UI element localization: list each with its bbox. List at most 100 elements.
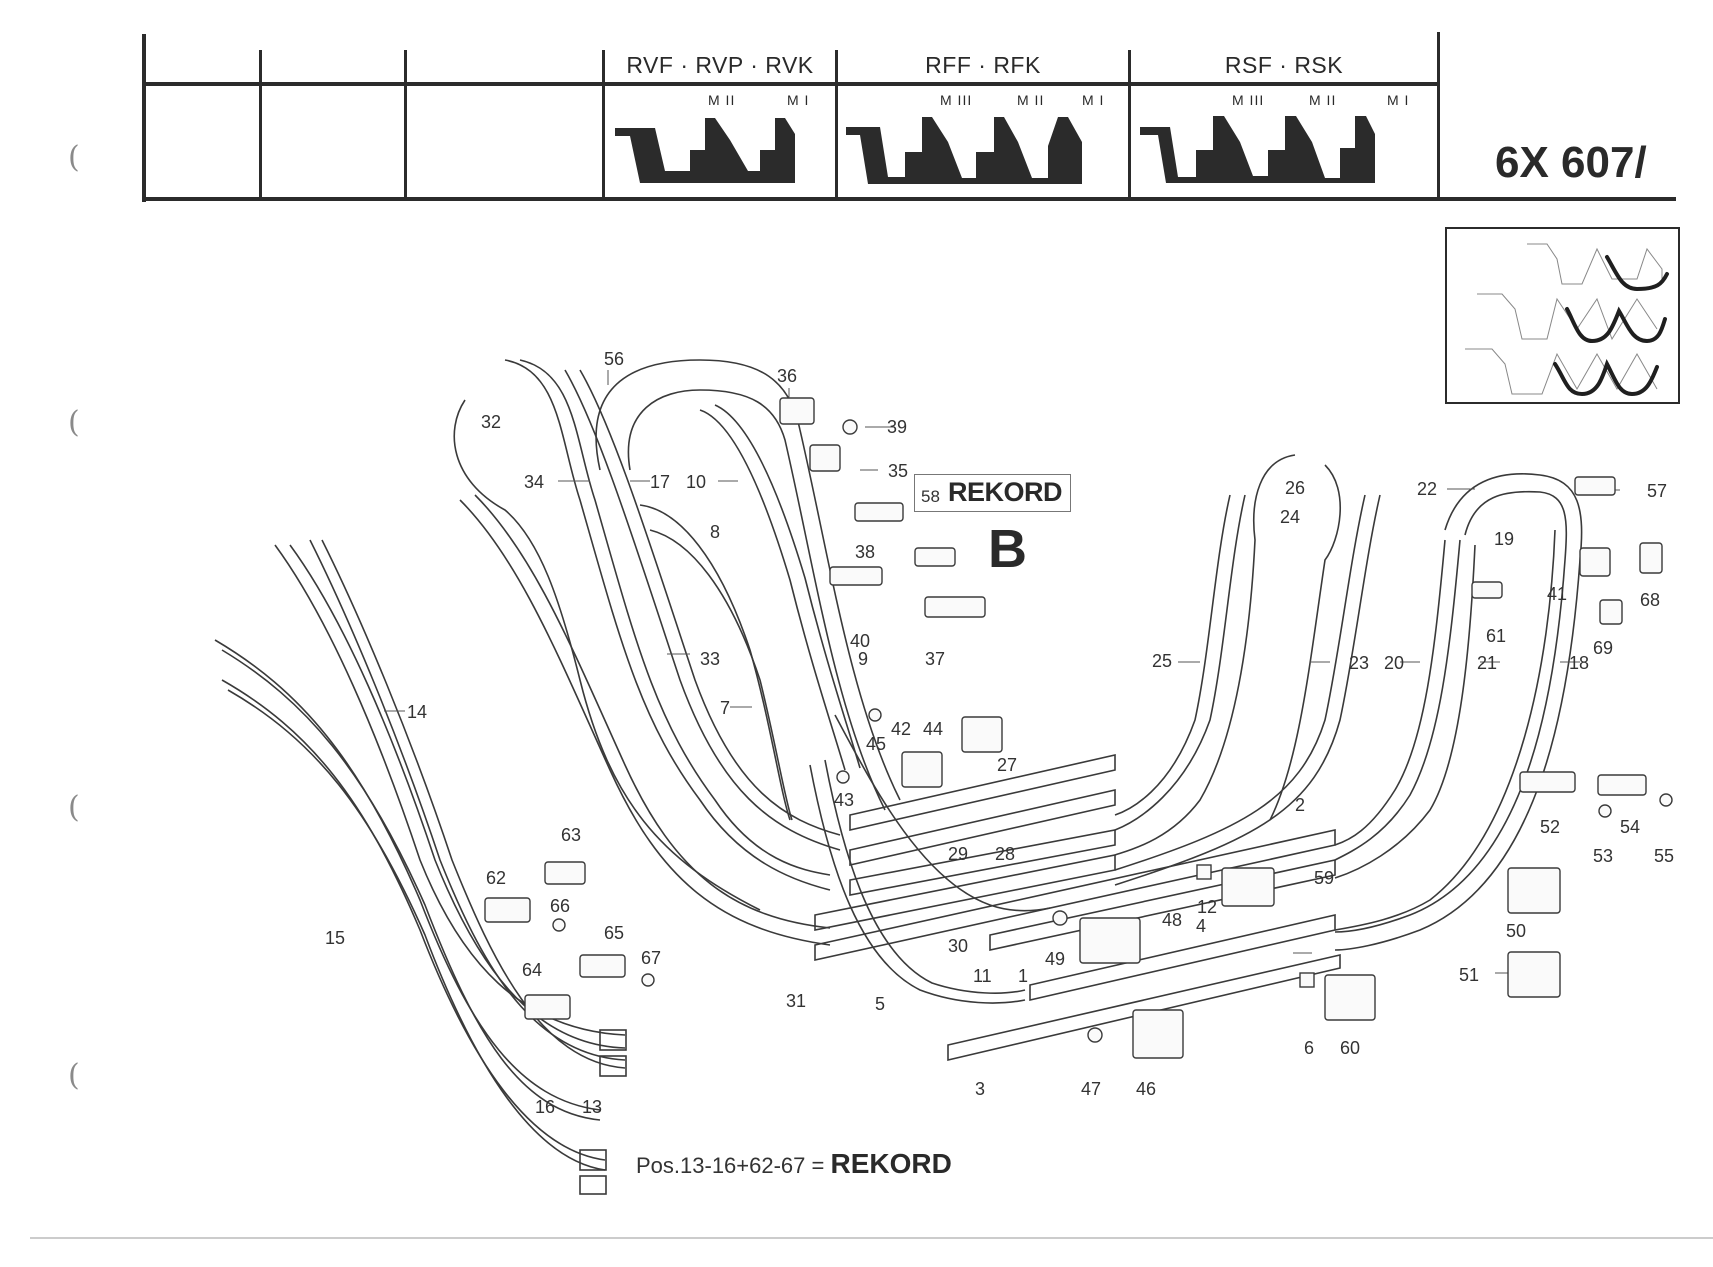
callout-2: 2 xyxy=(1295,795,1306,815)
part-8-strip xyxy=(639,504,791,821)
callout-15: 15 xyxy=(325,928,346,948)
callout-39: 39 xyxy=(887,417,908,437)
fastener-43 xyxy=(836,770,850,784)
callout-14: 14 xyxy=(407,702,428,722)
fastener-41 xyxy=(1579,547,1611,577)
fastener-47 xyxy=(1087,1027,1103,1043)
callout-62: 62 xyxy=(486,868,507,888)
callout-35: 35 xyxy=(888,461,909,481)
fastener-6 xyxy=(1299,972,1315,988)
callout-4: 4 xyxy=(1196,916,1207,936)
callout-9: 9 xyxy=(858,649,869,669)
exploded-parts-drawing xyxy=(214,359,1583,1195)
callout-49: 49 xyxy=(1045,949,1066,969)
callout-58: 58 xyxy=(921,487,940,506)
callout-40: 40 xyxy=(850,631,871,651)
sill-bars xyxy=(814,753,1341,1062)
callout-43: 43 xyxy=(834,790,855,810)
footnote-prefix: Pos.13-16+62-67 = xyxy=(636,1153,825,1178)
binder-hole-icon: ( xyxy=(68,1058,80,1093)
callout-36: 36 xyxy=(777,366,798,386)
gear-label: M II xyxy=(708,92,736,108)
callout-30: 30 xyxy=(948,936,969,956)
callout-50: 50 xyxy=(1506,921,1527,941)
callout-17: 17 xyxy=(650,472,671,492)
fastener-61 xyxy=(1471,581,1503,599)
callout-1: 1 xyxy=(1018,966,1029,986)
column-title-rsf: RSF · RSK xyxy=(1224,52,1344,78)
callout-66: 66 xyxy=(550,896,571,916)
gear-label: M I xyxy=(787,92,810,108)
callout-41: 41 xyxy=(1547,584,1568,604)
callout-8: 8 xyxy=(710,522,721,542)
callout-59: 59 xyxy=(1314,868,1335,888)
callout-25: 25 xyxy=(1152,651,1173,671)
callout-64: 64 xyxy=(522,960,543,980)
callout-54: 54 xyxy=(1620,817,1641,837)
fastener-44 xyxy=(961,716,1003,753)
fastener-63 xyxy=(544,861,586,885)
part-20-frame xyxy=(1334,539,1446,846)
callout-33: 33 xyxy=(700,649,721,669)
part-15-strip xyxy=(214,639,601,1111)
part-21-frame xyxy=(1334,544,1476,879)
fastener-50 xyxy=(1507,867,1561,914)
fastener-12 xyxy=(1196,864,1212,880)
column-title-rvf: RVF · RVP · RVK xyxy=(626,52,814,78)
fastener-39 xyxy=(842,419,858,435)
callout-31: 31 xyxy=(786,991,807,1011)
part-14-strip xyxy=(274,544,626,1036)
fastener-60 xyxy=(1324,974,1376,1021)
fastener-49 xyxy=(1052,910,1068,926)
callout-60: 60 xyxy=(1340,1038,1361,1058)
gear-profile-rvf xyxy=(615,118,795,183)
callout-20: 20 xyxy=(1384,653,1405,673)
gear-profile-rff xyxy=(846,117,1082,184)
callout-52: 52 xyxy=(1540,817,1561,837)
callout-22: 22 xyxy=(1417,479,1438,499)
leader-lines xyxy=(384,370,1620,974)
callout-16: 16 xyxy=(535,1097,556,1117)
callout-26: 26 xyxy=(1285,478,1306,498)
callout-19: 19 xyxy=(1494,529,1515,549)
part-number: 6X 607/ xyxy=(1495,138,1647,187)
callout-38: 38 xyxy=(855,542,876,562)
part-26-arc xyxy=(1114,454,1296,856)
gear-profile-icon xyxy=(615,116,1375,184)
part-18-frame xyxy=(1334,529,1556,931)
gear-label: M I xyxy=(1082,92,1105,108)
part-34-strip xyxy=(504,359,831,891)
callout-67: 67 xyxy=(641,948,662,968)
part-24-arc xyxy=(1269,464,1342,821)
callout-34: 34 xyxy=(524,472,545,492)
part-10-strip xyxy=(699,409,846,771)
callout-69: 69 xyxy=(1593,638,1614,658)
binder-hole-icon: ( xyxy=(68,405,80,440)
callout-57: 57 xyxy=(1647,481,1668,501)
callout-12: 12 xyxy=(1197,897,1218,917)
callout-29: 29 xyxy=(948,844,969,864)
part-5-rail xyxy=(809,764,1026,1004)
callout-13: 13 xyxy=(582,1097,603,1117)
variant-letter: B xyxy=(988,519,1027,579)
callout-44: 44 xyxy=(923,719,944,739)
fastener-54 xyxy=(1597,774,1647,796)
callout-51: 51 xyxy=(1459,965,1480,985)
setup-variants-thumbnail-icon xyxy=(1445,227,1680,404)
gear-label: M I xyxy=(1387,92,1410,108)
callout-45: 45 xyxy=(866,734,887,754)
callout-46: 46 xyxy=(1136,1079,1157,1099)
fasteners xyxy=(484,397,1673,1059)
callout-11: 11 xyxy=(973,966,992,986)
footnote-label: REKORD xyxy=(830,1148,952,1179)
fastener-38 xyxy=(854,502,904,522)
fastener-58 xyxy=(914,547,956,567)
callout-37: 37 xyxy=(925,649,946,669)
variant-box: 58 REKORD xyxy=(914,474,1071,512)
fastener-35 xyxy=(809,444,841,472)
binder-hole-icon: ( xyxy=(68,790,80,825)
part-31-strip xyxy=(459,499,831,946)
fastener-45 xyxy=(868,708,882,722)
callout-61: 61 xyxy=(1486,626,1507,646)
